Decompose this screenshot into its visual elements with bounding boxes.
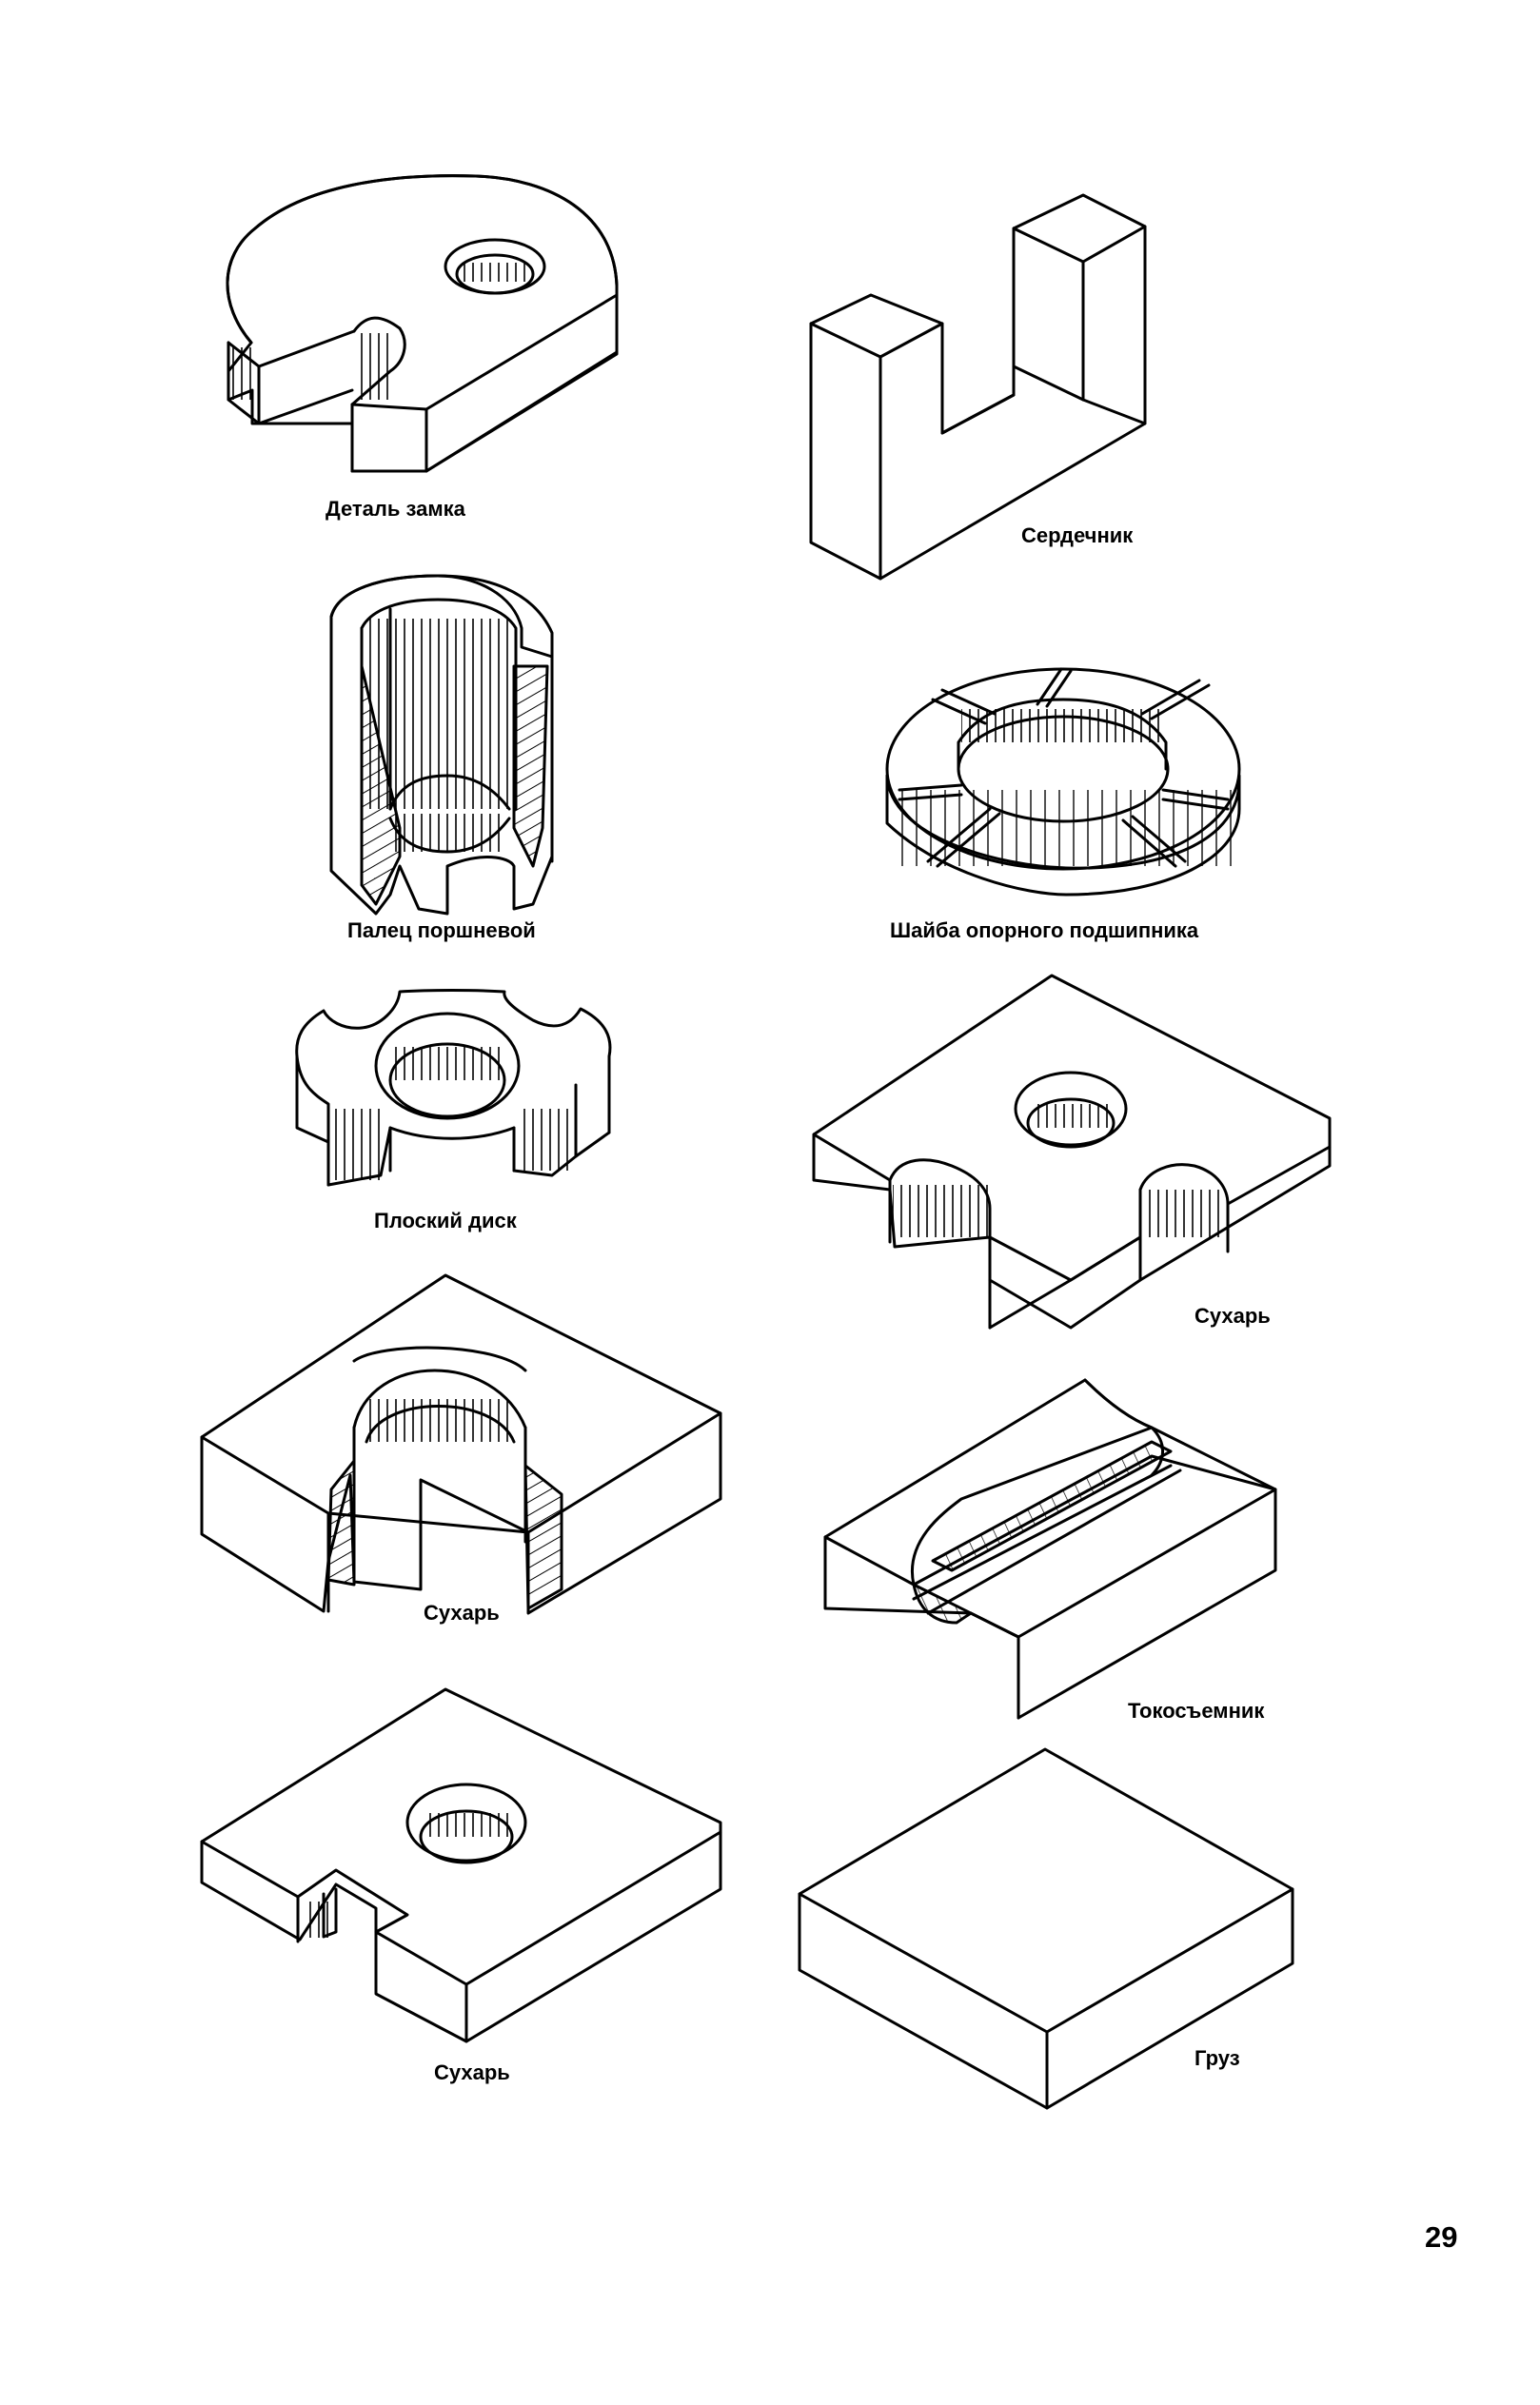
- flat-disk-label: Плоский диск: [374, 1209, 517, 1232]
- slide-block-2-drawing: [200, 1273, 722, 1615]
- bearing-washer-label: Шайба опорного подшипника: [890, 918, 1199, 942]
- slide-block-1-label: Сухарь: [1194, 1304, 1271, 1328]
- flat-disk-drawing: [295, 989, 612, 1187]
- core-label: Сердечник: [1021, 523, 1134, 547]
- lock-part-label: Деталь замка: [326, 497, 465, 521]
- slide-block-2-label: Сухарь: [424, 1601, 500, 1625]
- bearing-washer-drawing: [885, 667, 1241, 897]
- piston-pin-drawing: [329, 574, 554, 916]
- current-collector-label: Токосъемник: [1128, 1699, 1265, 1723]
- lock-part-drawing: [226, 174, 619, 473]
- core-drawing: [809, 193, 1147, 581]
- slide-block-3-label: Сухарь: [434, 2060, 510, 2084]
- piston-pin-label: Палец поршневой: [347, 918, 536, 942]
- page-number: 29: [1425, 2220, 1458, 2254]
- slide-block-3-drawing: [200, 1687, 722, 2043]
- weight-label: Груз: [1194, 2046, 1240, 2070]
- slide-block-1-drawing: [812, 974, 1332, 1330]
- weight-drawing: [798, 1747, 1294, 2110]
- current-collector-drawing: [823, 1378, 1277, 1720]
